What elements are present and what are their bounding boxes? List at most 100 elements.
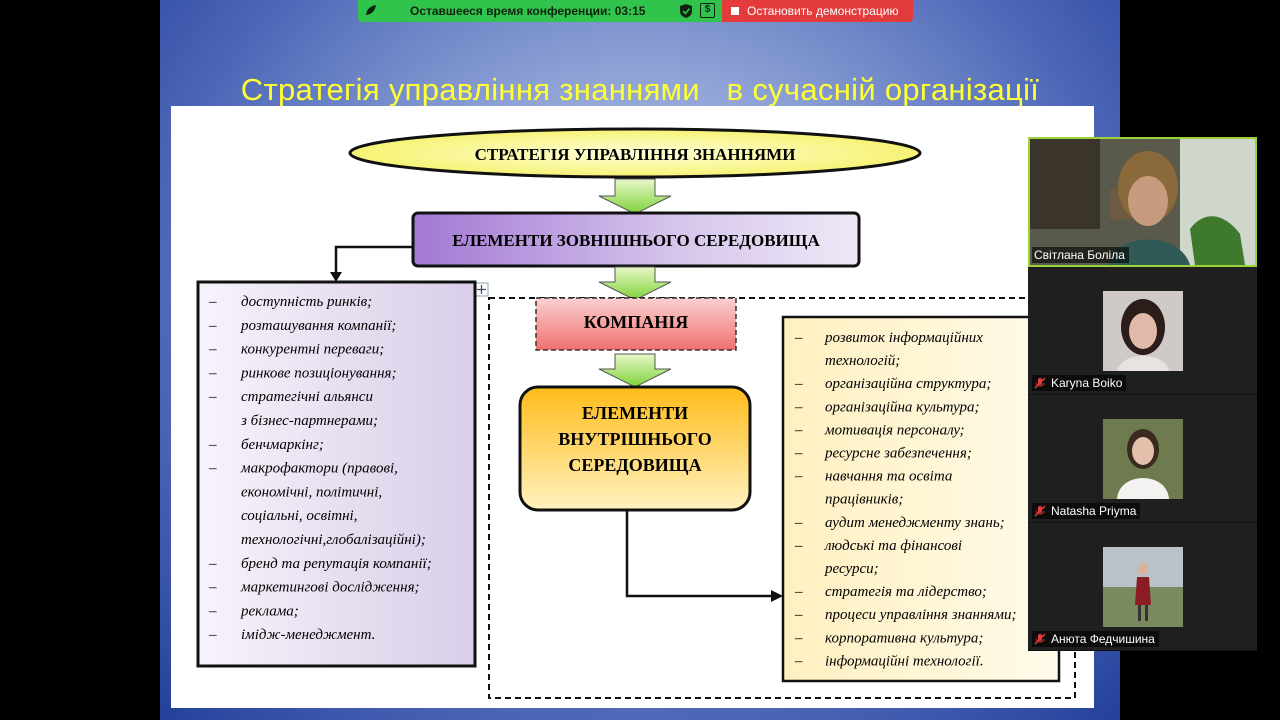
internal-factor-item-line: ресурси; — [824, 561, 879, 577]
external-factor-bullet-dash: – — [208, 437, 217, 453]
external-factor-bullet-dash: – — [208, 365, 217, 381]
stop-square-icon — [731, 7, 739, 15]
external-factor-bullet-dash: – — [208, 342, 217, 358]
internal-factor-item-line: ресурсне забезпечення; — [824, 446, 972, 462]
external-factor-bullet-dash: – — [208, 627, 217, 643]
avatar — [1103, 547, 1183, 627]
internal-factor-item-line: інформаційні технології. — [825, 653, 984, 669]
external-factor-item-line: бренд та репутація компанії; — [241, 556, 432, 572]
external-factor-bullet-dash: – — [208, 556, 217, 572]
internal-factor-bullet-dash: – — [794, 653, 803, 669]
stop-sharing-button[interactable]: Остановить демонстрацию — [722, 0, 913, 22]
external-elements-label: ЕЛЕМЕНТИ ЗОВНІШНЬОГО СЕРЕДОВИЩА — [452, 231, 820, 250]
video-feed — [1030, 139, 1255, 265]
external-factor-item-line: технологічні,глобалізаційні); — [241, 532, 426, 548]
external-factor-item-line: реклама; — [240, 603, 299, 619]
down-arrow-1 — [598, 178, 672, 215]
internal-factor-bullet-dash: – — [794, 538, 803, 554]
external-factor-bullet-dash: – — [208, 580, 217, 596]
internal-label-3: СЕРЕДОВИЩА — [568, 455, 701, 475]
muted-mic-icon — [1034, 505, 1046, 517]
leaf-icon — [366, 5, 376, 15]
shared-slide: Стратегія управління знаннями в сучасній… — [160, 0, 1120, 720]
participant-name-label: Natasha Priyma — [1032, 503, 1141, 519]
participant-name: Світлана Боліла — [1034, 248, 1125, 262]
internal-factor-bullet-dash: – — [794, 446, 803, 462]
external-factor-item-line: стратегічні альянси — [241, 389, 373, 405]
internal-factor-bullet-dash: – — [794, 422, 803, 438]
internal-factor-item-line: процеси управління знаннями; — [825, 607, 1016, 623]
internal-factor-item-line: корпоративна культура; — [825, 630, 983, 646]
external-factor-item-line: соціальні, освітні, — [241, 508, 357, 524]
company-box — [535, 297, 737, 351]
participant-tile[interactable]: Анюта Федчишина — [1028, 523, 1257, 651]
participant-tile-active-speaker[interactable]: Світлана Боліла — [1028, 137, 1257, 267]
internal-factor-item-line: мотивація персоналу; — [824, 422, 965, 438]
external-factor-bullet-dash: – — [208, 461, 217, 477]
internal-factors-list-box — [781, 315, 1061, 683]
internal-elements-box — [518, 385, 752, 512]
avatar — [1103, 291, 1183, 371]
external-elements-box — [411, 211, 861, 268]
external-factor-item-line: бенчмаркінг; — [241, 437, 324, 453]
conference-time-remaining: Оставшееся время конференции: 03:15 — [410, 4, 646, 18]
internal-factor-bullet-dash: – — [794, 630, 803, 646]
external-factor-bullet-dash: – — [208, 294, 217, 310]
muted-mic-icon — [1034, 377, 1046, 389]
diagram-svg: СТРАТЕГІЯ УПРАВЛІННЯ ЗНАННЯМИ ЕЛЕМЕНТИ З… — [196, 127, 1076, 699]
slide-title: Стратегія управління знаннями в сучасній… — [240, 72, 1040, 107]
left-elbow-arrow — [334, 245, 413, 274]
internal-factor-item-line: організаційна культура; — [825, 399, 980, 415]
diagram: СТРАТЕГІЯ УПРАВЛІННЯ ЗНАННЯМИ ЕЛЕМЕНТИ З… — [171, 106, 1094, 708]
participant-name-label: Світлана Боліла — [1032, 247, 1129, 263]
strategy-oval — [348, 127, 922, 179]
external-factor-bullet-dash: – — [208, 318, 217, 334]
company-label: КОМПАНІЯ — [584, 312, 689, 332]
internal-factor-item-line: організаційна структура; — [825, 376, 991, 392]
external-factor-item-line: маркетингові дослідження; — [240, 580, 420, 596]
participant-name: Natasha Priyma — [1051, 504, 1137, 518]
avatar — [1103, 419, 1183, 499]
internal-factor-bullet-dash: – — [794, 330, 803, 346]
down-arrow-3 — [598, 353, 672, 388]
internal-label-1: ЕЛЕМЕНТИ — [582, 403, 688, 423]
external-factor-bullet-dash: – — [208, 603, 217, 619]
internal-factor-item-line: працівників; — [825, 492, 903, 508]
participant-tile[interactable]: Natasha Priyma — [1028, 395, 1257, 523]
meeting-top-bar: Оставшееся время конференции: 03:15 $ Ос… — [358, 0, 913, 22]
internal-factor-item-line: розвиток інформаційних — [824, 330, 983, 346]
internal-factor-bullet-dash: – — [794, 584, 803, 600]
external-factor-item-line: макрофактори (правові, — [240, 461, 398, 477]
internal-factor-item-line: навчання та освіта — [825, 469, 952, 485]
external-factor-item-line: економічні, політичні, — [241, 484, 382, 500]
participant-name-label: Karyna Boiko — [1032, 375, 1127, 391]
external-factor-item-line: ринкове позиціонування; — [240, 365, 397, 381]
stop-sharing-label: Остановить демонстрацию — [747, 4, 899, 18]
participant-name: Karyna Boiko — [1051, 376, 1123, 390]
internal-factor-bullet-dash: – — [794, 469, 803, 485]
participants-panel: Світлана Боліла Karyna Boiko Natasha Pri… — [1028, 137, 1258, 651]
down-arrow-2 — [598, 266, 672, 301]
muted-mic-icon — [1034, 633, 1046, 645]
participant-name-label: Анюта Федчишина — [1032, 631, 1159, 647]
internal-factor-item-line: стратегія та лідерство; — [825, 584, 987, 600]
internal-factor-bullet-dash: – — [794, 607, 803, 623]
external-factors-list: – доступність ринків; – розташування компан… — [208, 294, 432, 643]
conference-timer-bar: Оставшееся время конференции: 03:15 $ — [358, 0, 722, 22]
internal-factor-bullet-dash: – — [794, 376, 803, 392]
external-factor-item-line: імідж-менеджмент. — [241, 627, 375, 643]
strategy-oval-label: СТРАТЕГІЯ УПРАВЛІННЯ ЗНАННЯМИ — [475, 145, 796, 164]
dollar-icon[interactable]: $ — [700, 3, 715, 18]
internal-factor-bullet-dash: – — [794, 515, 803, 531]
internal-factor-item-line: аудит менеджменту знань; — [825, 515, 1005, 531]
internal-factor-item-line: людські та фінансові — [824, 538, 962, 554]
external-factor-item-line: з бізнес-партнерами; — [240, 413, 378, 429]
participant-name: Анюта Федчишина — [1051, 632, 1155, 646]
internal-factor-item-line: технологій; — [825, 353, 900, 369]
internal-label-2: ВНУТРІШНЬОГО — [558, 429, 711, 449]
participant-tile[interactable]: Karyna Boiko — [1028, 267, 1257, 395]
external-factor-item-line: доступність ринків; — [241, 294, 372, 310]
external-factors-list-box — [196, 280, 477, 668]
external-factor-item-line: конкурентні переваги; — [241, 342, 384, 358]
external-factor-item-line: розташування компанії; — [240, 318, 396, 334]
